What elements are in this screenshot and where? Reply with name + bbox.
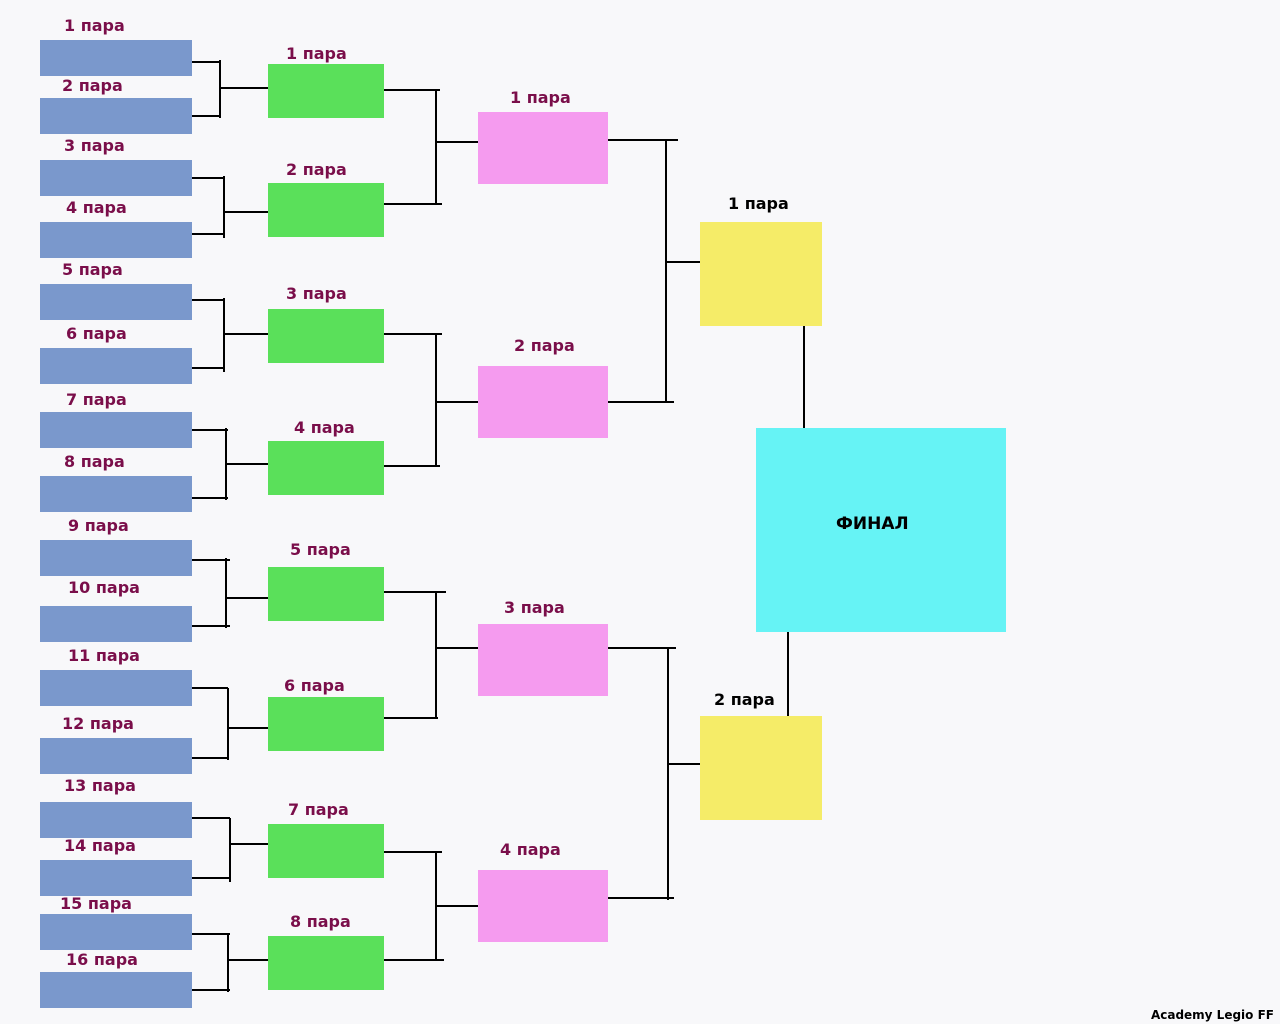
round1-pair-slot-6[interactable] xyxy=(40,348,192,384)
round1-pair-slot-16[interactable] xyxy=(40,972,192,1008)
round2-pair-label-2: 2 пара xyxy=(286,160,347,179)
round1-pair-slot-2[interactable] xyxy=(40,98,192,134)
round2-pair-label-8: 8 пара xyxy=(290,912,351,931)
round1-pair-slot-14[interactable] xyxy=(40,860,192,896)
round2-pair-label-7: 7 пара xyxy=(288,800,349,819)
round1-pair-slot-13[interactable] xyxy=(40,802,192,838)
round1-pair-slot-8[interactable] xyxy=(40,476,192,512)
round1-pair-slot-4[interactable] xyxy=(40,222,192,258)
round3-pair-label-4: 4 пара xyxy=(500,840,561,859)
round1-pair-label-12: 12 пара xyxy=(62,714,134,733)
round1-pair-label-9: 9 пара xyxy=(68,516,129,535)
round1-pair-slot-10[interactable] xyxy=(40,606,192,642)
round1-pair-slot-12[interactable] xyxy=(40,738,192,774)
round1-pair-label-11: 11 пара xyxy=(68,646,140,665)
round1-pair-slot-3[interactable] xyxy=(40,160,192,196)
round1-pair-label-1: 1 пара xyxy=(64,16,125,35)
round3-pair-label-3: 3 пара xyxy=(504,598,565,617)
round1-pair-label-16: 16 пара xyxy=(66,950,138,969)
round2-pair-slot-1[interactable] xyxy=(268,64,384,118)
round1-pair-slot-7[interactable] xyxy=(40,412,192,448)
round3-pair-label-2: 2 пара xyxy=(514,336,575,355)
round1-pair-slot-11[interactable] xyxy=(40,670,192,706)
round1-pair-label-2: 2 пара xyxy=(62,76,123,95)
round1-pair-slot-5[interactable] xyxy=(40,284,192,320)
round2-pair-slot-6[interactable] xyxy=(268,697,384,751)
round2-pair-slot-3[interactable] xyxy=(268,309,384,363)
round1-pair-label-5: 5 пара xyxy=(62,260,123,279)
semifinal-pair-slot-1[interactable] xyxy=(700,222,822,326)
round2-pair-label-6: 6 пара xyxy=(284,676,345,695)
round1-pair-slot-15[interactable] xyxy=(40,914,192,950)
round3-pair-slot-1[interactable] xyxy=(478,112,608,184)
round2-pair-label-5: 5 пара xyxy=(290,540,351,559)
round1-pair-label-15: 15 пара xyxy=(60,894,132,913)
round1-pair-label-13: 13 пара xyxy=(64,776,136,795)
round2-pair-slot-2[interactable] xyxy=(268,183,384,237)
round2-pair-slot-4[interactable] xyxy=(268,441,384,495)
round1-pair-label-14: 14 пара xyxy=(64,836,136,855)
round3-pair-slot-2[interactable] xyxy=(478,366,608,438)
final-slot[interactable] xyxy=(756,428,1006,632)
final-label: ФИНАЛ xyxy=(836,514,909,534)
semifinal-pair-label-2: 2 пара xyxy=(714,690,775,709)
round1-pair-slot-9[interactable] xyxy=(40,540,192,576)
round2-pair-slot-5[interactable] xyxy=(268,567,384,621)
semifinal-pair-label-1: 1 пара xyxy=(728,194,789,213)
round3-pair-slot-3[interactable] xyxy=(478,624,608,696)
round3-pair-slot-4[interactable] xyxy=(478,870,608,942)
round2-pair-label-3: 3 пара xyxy=(286,284,347,303)
round2-pair-label-1: 1 пара xyxy=(286,44,347,63)
round1-pair-label-10: 10 пара xyxy=(68,578,140,597)
round3-pair-label-1: 1 пара xyxy=(510,88,571,107)
round2-pair-slot-7[interactable] xyxy=(268,824,384,878)
round2-pair-slot-8[interactable] xyxy=(268,936,384,990)
round1-pair-label-4: 4 пара xyxy=(66,198,127,217)
round1-pair-label-7: 7 пара xyxy=(66,390,127,409)
semifinal-pair-slot-2[interactable] xyxy=(700,716,822,820)
round1-pair-label-8: 8 пара xyxy=(64,452,125,471)
watermark: Academy Legio FF xyxy=(1150,1008,1274,1022)
round2-pair-label-4: 4 пара xyxy=(294,418,355,437)
round1-pair-label-3: 3 пара xyxy=(64,136,125,155)
round1-pair-label-6: 6 пара xyxy=(66,324,127,343)
round1-pair-slot-1[interactable] xyxy=(40,40,192,76)
